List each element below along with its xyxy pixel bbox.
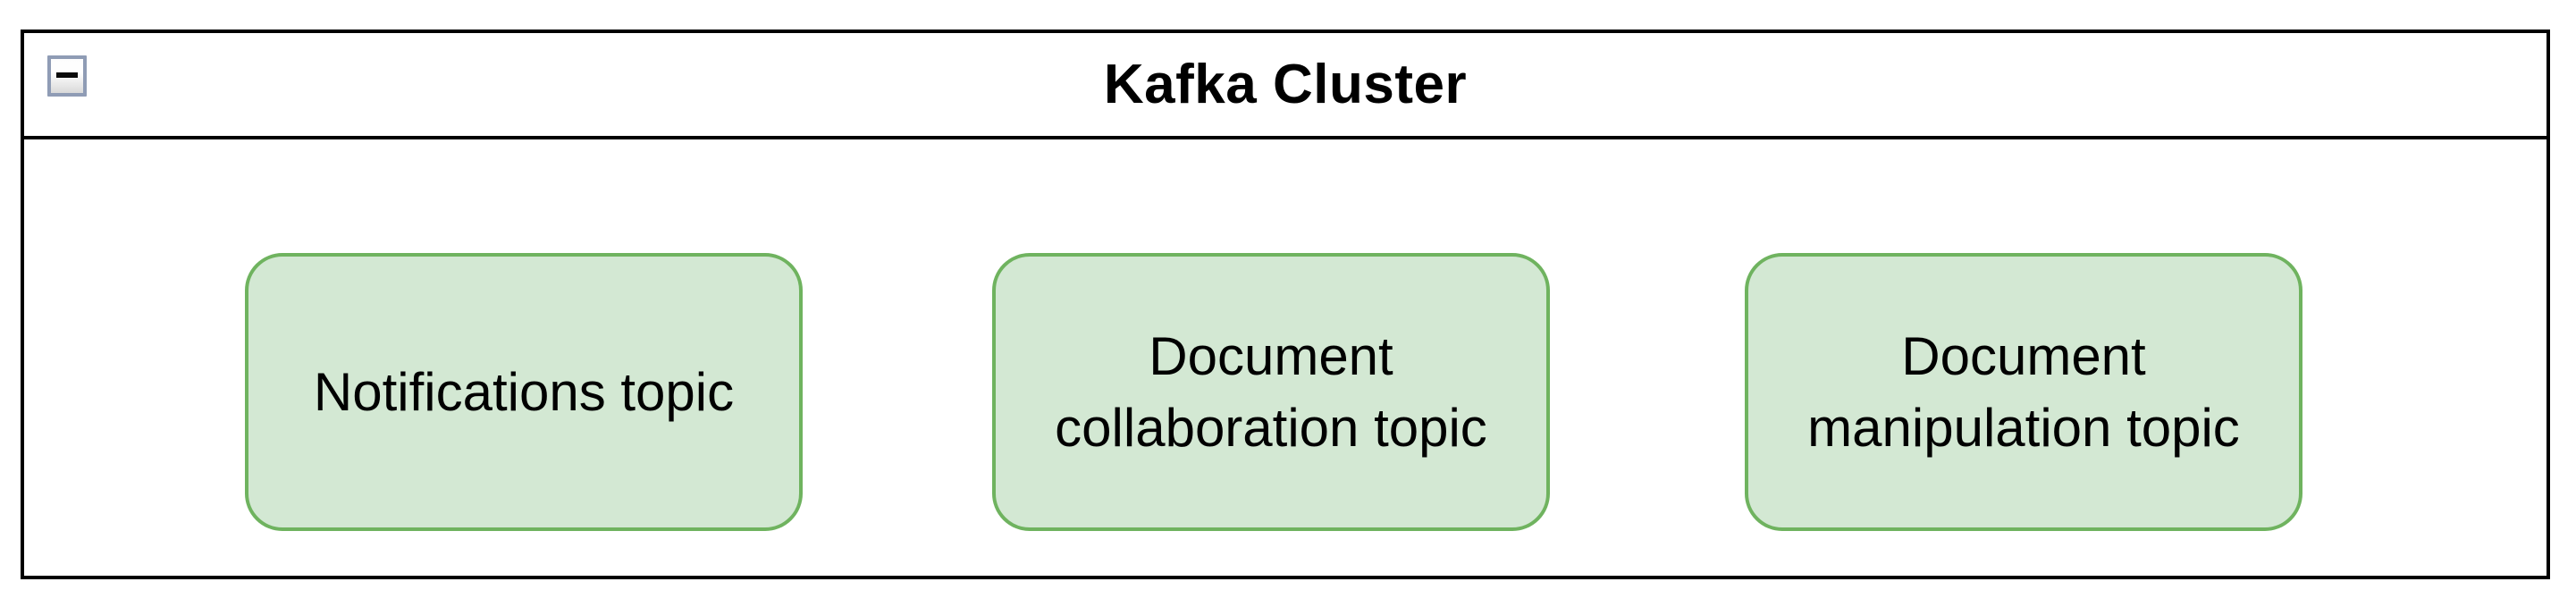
topic-label: Document manipulation topic bbox=[1807, 325, 2240, 458]
minus-icon bbox=[56, 72, 78, 78]
topic-label: Document collaboration topic bbox=[1055, 325, 1487, 458]
topic-label: Notifications topic bbox=[313, 361, 735, 422]
topic-node-notifications[interactable]: Notifications topic bbox=[245, 253, 803, 531]
topic-node-document-collaboration[interactable]: Document collaboration topic bbox=[992, 253, 1550, 531]
collapse-button[interactable] bbox=[47, 55, 87, 97]
container-title: Kafka Cluster bbox=[1103, 54, 1468, 115]
container-title-bar: Kafka Cluster bbox=[24, 33, 2547, 139]
topic-node-document-manipulation[interactable]: Document manipulation topic bbox=[1745, 253, 2302, 531]
